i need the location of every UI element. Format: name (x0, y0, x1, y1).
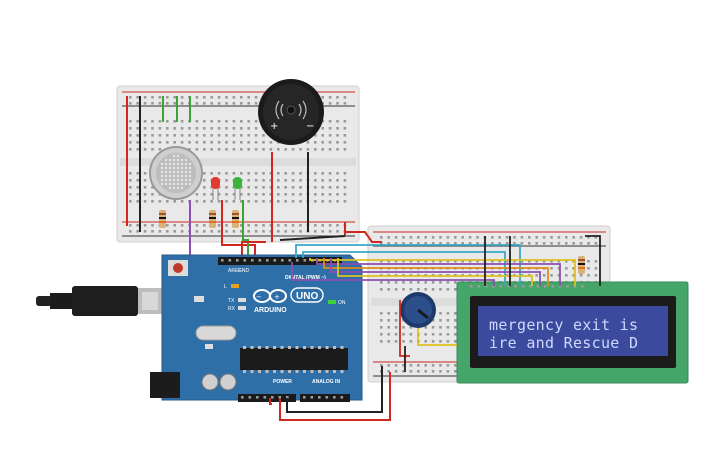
power-label: POWER (273, 379, 292, 385)
top-breadboard-holes (129, 96, 347, 233)
arduino-uno[interactable]: DIGITAL (PWM ~) AREF GND L TX RX − + ARD… (150, 254, 363, 402)
lcd-display[interactable]: mergency exit is ire and Rescue D (456, 281, 689, 384)
svg-text:+: + (274, 293, 280, 301)
lcd-screen (478, 306, 668, 356)
digital-label: DIGITAL (PWM ~) (285, 275, 326, 281)
model-label: UNO (296, 291, 318, 302)
aref-label: AREF (228, 268, 241, 274)
resistor-3[interactable] (232, 210, 239, 228)
buzzer-plus-label: + (270, 121, 278, 132)
tx-label: TX (228, 298, 235, 304)
lcd-header-pins (470, 285, 584, 288)
svg-text:−: − (256, 293, 262, 301)
lcd-line-1: mergency exit is (489, 316, 638, 334)
gas-sensor-mesh (160, 154, 192, 190)
lcd-wires[interactable] (291, 235, 601, 372)
rx-label: RX (228, 306, 236, 312)
potentiometer[interactable] (400, 292, 436, 328)
chip-pins (243, 346, 344, 373)
analog-label: ANALOG IN (312, 379, 340, 385)
green-led[interactable] (233, 177, 242, 200)
power-wires[interactable] (269, 366, 391, 421)
resistor-1[interactable] (159, 210, 166, 228)
power-header-pins (241, 396, 344, 399)
arduino-logo: − + (253, 289, 287, 303)
gnd-label: GND (238, 268, 250, 274)
gas-sensor[interactable] (149, 146, 203, 200)
resistor-2[interactable] (209, 210, 216, 228)
atmega-chip (240, 348, 348, 370)
red-led[interactable] (211, 177, 220, 200)
buzzer-minus-label: − (306, 121, 314, 132)
on-label: ON (338, 300, 346, 306)
resistor-4[interactable] (578, 256, 585, 274)
top-wires[interactable] (126, 96, 346, 242)
brand-label: ARDUINO (254, 307, 287, 314)
piezo-buzzer[interactable]: + − (258, 79, 324, 145)
l-led-label: L (224, 284, 227, 290)
power-jack (150, 372, 180, 398)
usb-cable (36, 286, 162, 316)
lcd-line-2: ire and Rescue D (489, 334, 638, 352)
